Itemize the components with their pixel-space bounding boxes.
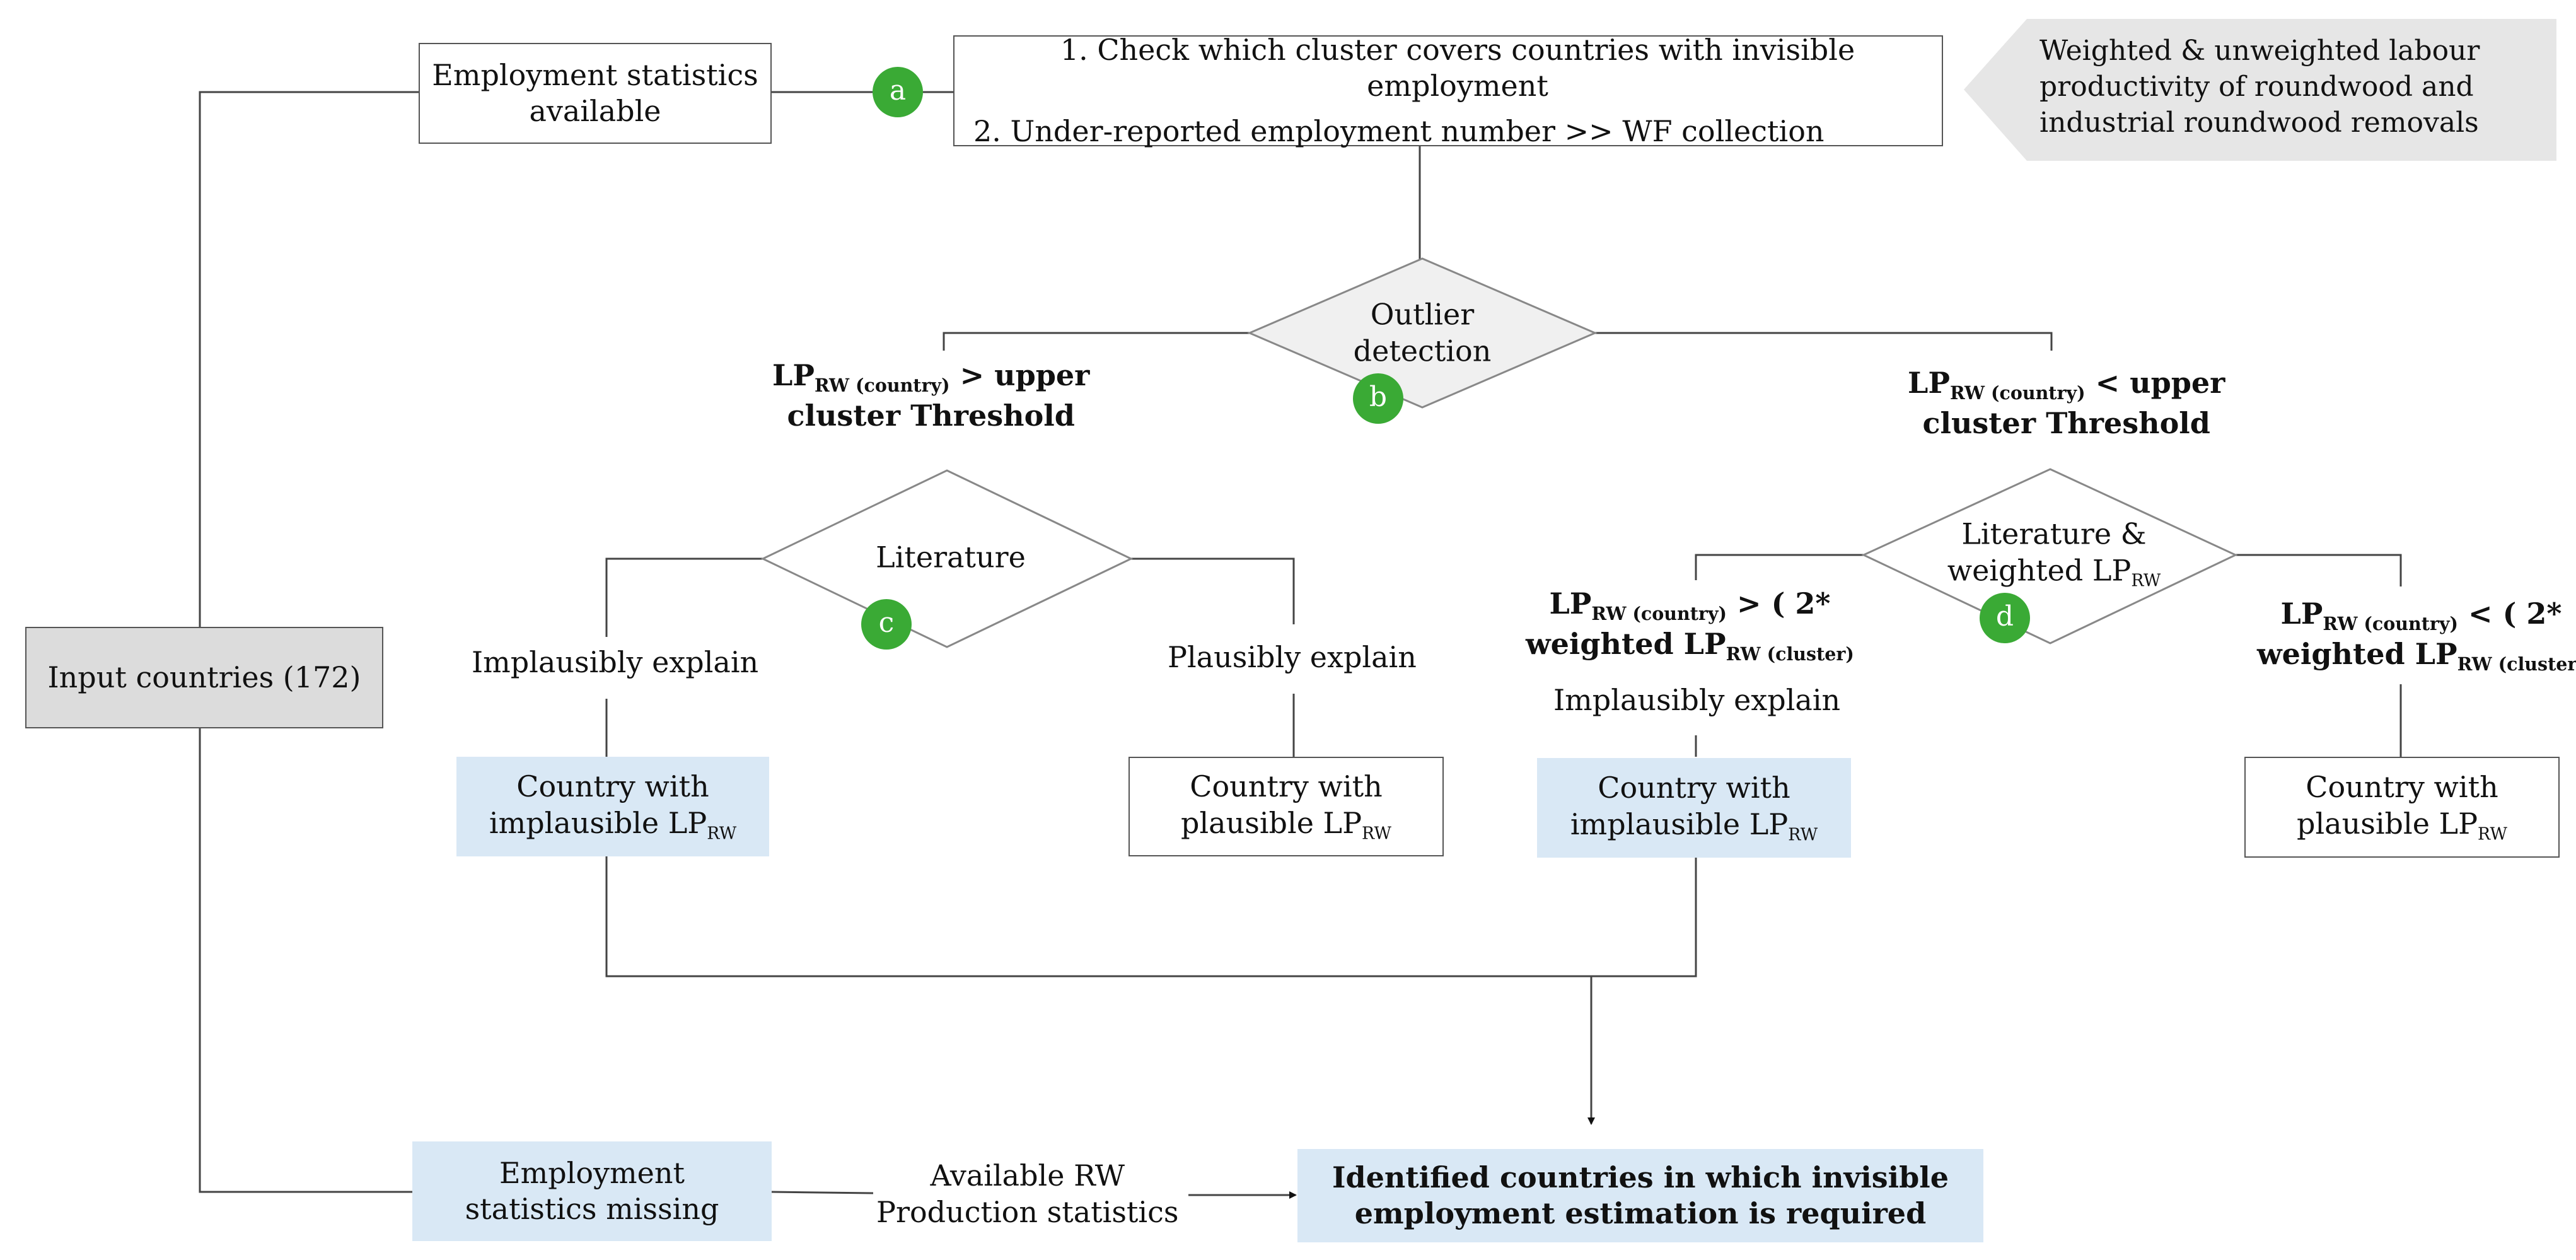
note-line2: productivity of roundwood and (2039, 71, 2474, 103)
country-plausible-left: Country with plausible LPRW (1128, 757, 1444, 856)
line-lit-right (1131, 557, 1295, 624)
country-plausible-left-line2: plausible LPRW (1181, 805, 1391, 844)
literature-weighted-label: Literature & weighted LPRW (1947, 516, 2161, 591)
outlier-label: Outlier detection (1354, 297, 1492, 370)
available-rw-line1: Available RW (930, 1158, 1125, 1193)
employment-available-line1: Employment statistics (432, 57, 758, 92)
condition-weighted-lt: LPRW (country) < ( 2* weighted LPRW (clu… (2257, 597, 2576, 675)
badge-d: d (1980, 593, 2030, 643)
step-1: 1. Check which cluster covers countries … (1060, 32, 1855, 103)
step-2: 2. Under-reported employment number >> W… (973, 114, 1825, 148)
implausibly-explain-right: Implausibly explain (1553, 683, 1841, 717)
line-spine-bottom (199, 728, 412, 1193)
line-missing-to-available (771, 1191, 874, 1194)
outlier-line2: detection (1353, 334, 1492, 368)
input-countries-label: Input countries (172) (47, 660, 361, 694)
steps-box: 1. Check which cluster covers countries … (953, 32, 1943, 148)
identified-line2: employment estimation is required (1354, 1196, 1927, 1230)
badge-c: c (861, 599, 912, 650)
country-plausible-left-line1: Country with (1190, 769, 1383, 804)
country-implausible-left-line2: implausible LPRW (489, 805, 737, 844)
input-countries-box: Input countries (172) (25, 627, 383, 728)
identified-countries-box: Identified countries in which invisible … (1297, 1149, 1983, 1242)
country-plausible-right-line1: Country with (2306, 770, 2498, 805)
condition-weighted-gt: LPRW (country) > ( 2* weighted LPRW (clu… (1526, 586, 1854, 665)
country-plausible-right: Country with plausible LPRW (2244, 757, 2560, 858)
line-outlier-right (1595, 332, 2053, 351)
available-rw-line2: Production statistics (876, 1194, 1179, 1229)
country-implausible-left: Country with implausible LPRW (456, 757, 769, 856)
outlier-diamond (1247, 257, 1598, 409)
country-implausible-right: Country with implausible LPRW (1537, 758, 1851, 858)
implausibly-explain-left: Implausibly explain (472, 645, 759, 679)
literature-diamond (760, 469, 1134, 648)
employment-missing-line1: Employment (499, 1155, 685, 1190)
literature-weighted-diamond (1861, 468, 2238, 645)
employment-available-line2: available (529, 94, 661, 128)
country-plausible-right-line2: plausible LPRW (2297, 806, 2507, 844)
available-rw-label: Available RW Production statistics (876, 1158, 1179, 1230)
country-implausible-left-line1: Country with (516, 769, 709, 804)
identified-line1: Identified countries in which invisible (1332, 1160, 1949, 1194)
condition-left-upper: LPRW (country) > upper cluster Threshold (772, 358, 1090, 433)
condition-right-upper: LPRW (country) < upper cluster Threshold (1908, 366, 2225, 441)
literature-label: Literature (876, 540, 1026, 575)
badge-b: b (1353, 373, 1403, 424)
line-lit-left (605, 557, 763, 637)
literature-weighted-line1: Literature & (1961, 516, 2147, 551)
note-line3: industrial roundwood removals (2039, 107, 2479, 139)
employment-missing-line2: statistics missing (465, 1192, 719, 1226)
employment-missing-box: Employment statistics missing (412, 1141, 772, 1241)
country-implausible-right-line2: implausible LPRW (1570, 807, 1818, 845)
note-line1: Weighted & unweighted labour (2039, 35, 2480, 67)
note-arrow-shape (1964, 19, 2556, 161)
plausibly-explain-left: Plausibly explain (1168, 640, 1417, 674)
country-implausible-right-line1: Country with (1598, 771, 1790, 805)
employment-available-box: Employment statistics available (419, 43, 772, 144)
line-litw-left (1695, 554, 1864, 580)
line-litw-right (2236, 554, 2402, 586)
outlier-line1: Outlier (1370, 297, 1475, 332)
badge-a: a (873, 67, 923, 117)
note-callout: Weighted & unweighted labour productivit… (1964, 19, 2556, 161)
line-spine-top (199, 91, 419, 627)
line-outlier-left (943, 332, 1250, 351)
line-merge (605, 856, 1697, 977)
literature-weighted-line2: weighted LPRW (1947, 552, 2161, 591)
